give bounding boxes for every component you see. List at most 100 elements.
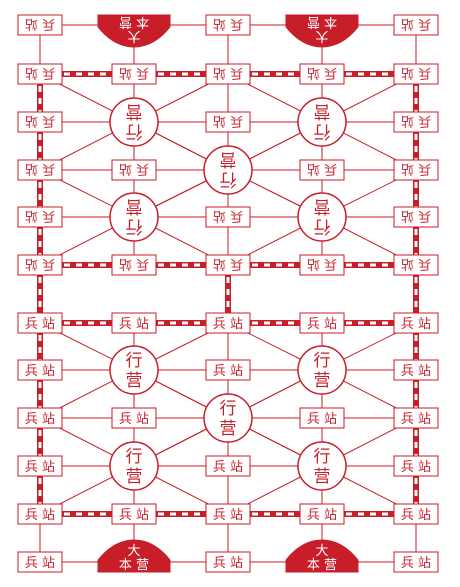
hq-dome	[285, 539, 359, 573]
post-position[interactable]: 兵 站	[393, 14, 439, 36]
post-frame	[205, 206, 251, 228]
post-position[interactable]: 兵 站	[17, 503, 63, 525]
camp-position[interactable]: 行营	[203, 393, 253, 443]
camp-label-bottom: 营	[126, 196, 143, 216]
post-position[interactable]: 兵 站	[205, 312, 251, 334]
camp-label-bottom: 营	[126, 467, 143, 487]
post-frame	[393, 63, 439, 85]
post-position[interactable]: 兵 站	[205, 551, 251, 573]
post-position[interactable]: 兵 站	[17, 359, 63, 381]
post-position[interactable]: 兵 站	[111, 407, 157, 429]
post-position[interactable]: 兵 站	[111, 254, 157, 276]
post-position[interactable]: 兵 站	[393, 63, 439, 85]
camp-position[interactable]: 行营	[109, 97, 159, 147]
post-position[interactable]: 兵 站	[205, 503, 251, 525]
post-position[interactable]: 兵 站	[393, 312, 439, 334]
hq-position[interactable]: 大本 营	[97, 14, 171, 48]
hq-position[interactable]: 大本 营	[285, 14, 359, 48]
camp-position[interactable]: 行营	[109, 345, 159, 395]
post-position[interactable]: 兵 站	[393, 407, 439, 429]
post-label: 兵 站	[25, 364, 55, 379]
camp-circle	[203, 145, 253, 195]
post-position[interactable]: 兵 站	[205, 63, 251, 85]
post-position[interactable]: 兵 站	[17, 111, 63, 133]
hq-dome	[285, 14, 359, 48]
post-position[interactable]: 兵 站	[299, 312, 345, 334]
camp-label-bottom: 营	[314, 467, 331, 487]
post-position[interactable]: 兵 站	[299, 159, 345, 181]
post-position[interactable]: 兵 站	[17, 312, 63, 334]
post-position[interactable]: 兵 站	[393, 551, 439, 573]
post-label: 兵 站	[307, 65, 337, 80]
post-position[interactable]: 兵 站	[17, 63, 63, 85]
post-label: 兵 站	[119, 412, 149, 427]
post-position[interactable]: 兵 站	[17, 455, 63, 477]
post-frame	[205, 254, 251, 276]
post-label: 兵 站	[119, 161, 149, 176]
post-position[interactable]: 兵 站	[299, 407, 345, 429]
hq-label-bottom: 本 营	[307, 14, 337, 29]
post-frame	[205, 111, 251, 133]
hq-label-top: 大	[127, 544, 140, 559]
post-position[interactable]: 兵 站	[393, 359, 439, 381]
post-position[interactable]: 兵 站	[299, 503, 345, 525]
post-position[interactable]: 兵 站	[17, 206, 63, 228]
post-frame	[17, 359, 63, 381]
camp-position[interactable]: 行营	[203, 145, 253, 195]
post-frame	[205, 503, 251, 525]
post-frame	[17, 111, 63, 133]
post-label: 兵 站	[119, 65, 149, 80]
camp-position[interactable]: 行营	[297, 97, 347, 147]
post-position[interactable]: 兵 站	[111, 503, 157, 525]
camp-circle	[297, 192, 347, 242]
post-position[interactable]: 兵 站	[393, 159, 439, 181]
camp-position[interactable]: 行营	[109, 441, 159, 491]
post-frame	[205, 312, 251, 334]
post-label: 兵 站	[401, 317, 431, 332]
camp-circle	[297, 345, 347, 395]
post-label: 兵 站	[401, 16, 431, 31]
post-position[interactable]: 兵 站	[111, 312, 157, 334]
post-position[interactable]: 兵 站	[17, 254, 63, 276]
post-position[interactable]: 兵 站	[205, 111, 251, 133]
camp-label-top: 行	[126, 351, 143, 371]
post-position[interactable]: 兵 站	[393, 111, 439, 133]
camp-position[interactable]: 行营	[297, 192, 347, 242]
post-position[interactable]: 兵 站	[17, 14, 63, 36]
post-position[interactable]: 兵 站	[17, 407, 63, 429]
post-position[interactable]: 兵 站	[205, 14, 251, 36]
post-label: 兵 站	[213, 317, 243, 332]
post-position[interactable]: 兵 站	[17, 551, 63, 573]
post-frame	[111, 63, 157, 85]
post-position[interactable]: 兵 站	[299, 63, 345, 85]
post-frame	[393, 254, 439, 276]
camp-circle	[109, 441, 159, 491]
post-position[interactable]: 兵 站	[205, 206, 251, 228]
post-position[interactable]: 兵 站	[393, 455, 439, 477]
post-position[interactable]: 兵 站	[111, 63, 157, 85]
post-label: 兵 站	[401, 256, 431, 271]
camp-position[interactable]: 行营	[297, 441, 347, 491]
hq-position[interactable]: 大本 营	[97, 539, 171, 573]
camp-position[interactable]: 行营	[297, 345, 347, 395]
post-position[interactable]: 兵 站	[17, 159, 63, 181]
post-position[interactable]: 兵 站	[299, 254, 345, 276]
post-position[interactable]: 兵 站	[111, 159, 157, 181]
hq-position[interactable]: 大本 营	[285, 539, 359, 573]
camp-label-bottom: 营	[314, 371, 331, 391]
post-position[interactable]: 兵 站	[393, 206, 439, 228]
post-position[interactable]: 兵 站	[205, 254, 251, 276]
post-label: 兵 站	[25, 208, 55, 223]
camp-circle	[109, 345, 159, 395]
camp-label-top: 行	[314, 351, 331, 371]
camp-position[interactable]: 行营	[109, 192, 159, 242]
post-position[interactable]: 兵 站	[393, 254, 439, 276]
post-label: 兵 站	[25, 460, 55, 475]
post-position[interactable]: 兵 站	[393, 503, 439, 525]
post-position[interactable]: 兵 站	[205, 455, 251, 477]
camp-circle	[109, 97, 159, 147]
post-frame	[299, 254, 345, 276]
post-label: 兵 站	[401, 113, 431, 128]
post-frame	[111, 503, 157, 525]
post-position[interactable]: 兵 站	[205, 359, 251, 381]
